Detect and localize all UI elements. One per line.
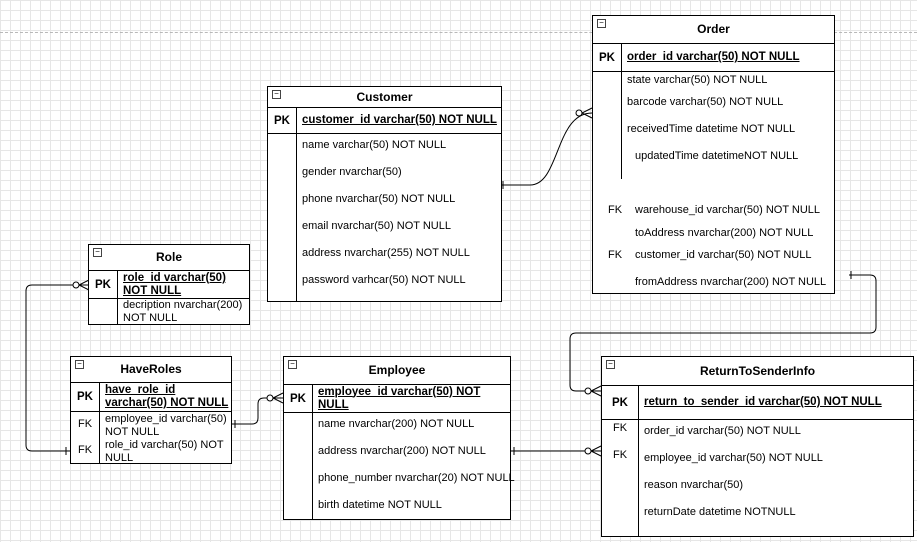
pk-field: employee_id varchar(50) NOT NULL — [318, 385, 481, 411]
key-label: FK — [607, 249, 623, 261]
pk-label: PK — [602, 386, 639, 419]
connector-role-haveroles-circle — [72, 281, 80, 289]
key-column-divider — [621, 72, 622, 179]
connector-order-return-circle — [584, 387, 592, 395]
key-label: FK — [612, 449, 628, 461]
field-text: name nvarchar(200) NOT NULL — [318, 418, 475, 430]
pk-label: PK — [89, 271, 118, 298]
field-text: warehouse_id varchar(50) NOT NULL — [635, 204, 821, 216]
connector-haveroles-employee — [231, 397, 283, 425]
pk-row[interactable]: PK have_role_id varchar(50) NOT NULL — [71, 383, 231, 412]
key-column-divider — [296, 134, 297, 301]
entity-name: HaveRoles — [120, 362, 182, 376]
field-text: reason nvarchar(50) — [644, 479, 744, 491]
field-text: customer_id varchar(50) NOT NULL — [635, 249, 812, 261]
pk-label: PK — [268, 108, 297, 133]
key-column-divider — [312, 413, 313, 519]
key-label: FK — [77, 444, 93, 456]
entity-title: − Employee — [284, 357, 510, 385]
field-list: name varchar(50) NOT NULL gender nvarcha… — [268, 134, 501, 301]
field-text: address nvarchar(255) NOT NULL — [302, 247, 470, 259]
collapse-icon[interactable]: − — [272, 90, 281, 99]
key-column-divider — [638, 420, 639, 536]
entity-title: − Role — [89, 245, 249, 271]
field-text: toAddress nvarchar(200) NOT NULL — [635, 227, 814, 239]
pk-field: have_role_id varchar(50) NOT NULL — [105, 384, 229, 409]
pk-field: return_to_sender_id varchar(50) NOT NULL — [644, 396, 882, 408]
pk-row[interactable]: PK employee_id varchar(50) NOT NULL — [284, 385, 510, 413]
pk-label: PK — [71, 383, 100, 411]
collapse-icon[interactable]: − — [597, 19, 606, 28]
entity-customer[interactable]: − Customer PK customer_id varchar(50) NO… — [267, 86, 502, 302]
pk-label: PK — [593, 44, 622, 71]
collapse-icon[interactable]: − — [288, 360, 297, 369]
field-text: gender nvarchar(50) — [302, 166, 402, 178]
collapse-icon[interactable]: − — [75, 360, 84, 369]
pk-row[interactable]: PK role_id varchar(50) NOT NULL — [89, 271, 249, 299]
field-text: email nvarchar(50) NOT NULL — [302, 220, 451, 232]
entity-name: Order — [697, 22, 730, 36]
entity-role[interactable]: − Role PK role_id varchar(50) NOT NULL d… — [88, 244, 250, 325]
connector-customer-order — [502, 112, 593, 186]
field-text: order_id varchar(50) NOT NULL — [644, 425, 801, 437]
field-list: name nvarchar(200) NOT NULL address nvar… — [284, 413, 515, 519]
connector-haveroles-employee-circle — [266, 394, 274, 402]
connector-employee-return-circle — [584, 447, 592, 455]
entity-title: − HaveRoles — [71, 357, 231, 383]
key-label: FK — [77, 418, 93, 430]
field-text: password varhcar(50) NOT NULL — [302, 274, 466, 286]
entity-name: Customer — [356, 90, 413, 104]
field-text: updatedTime datetimeNOT NULL — [635, 150, 799, 162]
entity-title: − ReturnToSenderInfo — [602, 357, 913, 386]
entity-name: ReturnToSenderInfo — [699, 364, 816, 378]
pk-row[interactable]: PK customer_id varchar(50) NOT NULL — [268, 108, 501, 134]
page-boundary-line — [0, 32, 917, 33]
key-label: FK — [607, 204, 623, 216]
pk-label: PK — [284, 385, 313, 412]
pk-field: order_id varchar(50) NOT NULL — [627, 51, 800, 63]
pk-row[interactable]: PK return_to_sender_id varchar(50) NOT N… — [602, 386, 913, 420]
entity-name: Employee — [368, 363, 426, 377]
field-text: employee_id varchar(50) NOT NULL — [105, 413, 227, 438]
entity-title: − Customer — [268, 87, 501, 108]
field-text: role_id varchar(50) NOT NULL — [105, 439, 224, 464]
field-text: receivedTime datetime NOT NULL — [627, 123, 796, 135]
collapse-icon[interactable]: − — [606, 360, 615, 369]
field-text: name varchar(50) NOT NULL — [302, 139, 447, 151]
connector-order-return — [569, 274, 877, 392]
field-text: employee_id varchar(50) NOT NULL — [644, 452, 823, 464]
pk-field: role_id varchar(50) NOT NULL — [123, 271, 226, 297]
connector-role-haveroles — [25, 284, 89, 452]
field-text: phone_number nvarchar(20) NOT NULL — [318, 472, 515, 484]
field-text: state varchar(50) NOT NULL — [627, 74, 768, 86]
entity-name: Role — [155, 250, 182, 264]
entity-haveroles[interactable]: − HaveRoles PK have_role_id varchar(50) … — [70, 356, 232, 464]
key-column-divider — [117, 298, 118, 324]
field-text: fromAddress nvarchar(200) NOT NULL — [635, 276, 827, 288]
entity-order[interactable]: − Order PK order_id varchar(50) NOT NULL… — [592, 15, 835, 294]
collapse-icon[interactable]: − — [93, 248, 102, 257]
field-list: FK employee_id varchar(50) NOT NULL FK rol… — [71, 411, 231, 464]
field-text: barcode varchar(50) NOT NULL — [627, 96, 784, 108]
pk-field: customer_id varchar(50) NOT NULL — [302, 114, 497, 126]
field-list: state varchar(50) NOT NULL barcode varch… — [593, 72, 834, 293]
connector-customer-order-circle — [575, 109, 583, 117]
entity-employee[interactable]: − Employee PK employee_id varchar(50) NO… — [283, 356, 515, 520]
field-text: phone nvarchar(50) NOT NULL — [302, 193, 456, 205]
field-text: returnDate datetime NOTNULL — [644, 506, 796, 518]
pk-row[interactable]: PK order_id varchar(50) NOT NULL — [593, 44, 834, 72]
entity-returntosenderinfo[interactable]: − ReturnToSenderInfo PK return_to_sender… — [601, 356, 914, 537]
entity-title: − Order — [593, 16, 834, 44]
field-text: decription nvarchar(200) NOT NULL — [123, 299, 243, 324]
field-list: FK order_id varchar(50) NOT NULL FK employ… — [602, 420, 913, 536]
field-text: birth datetime NOT NULL — [318, 499, 442, 511]
field-text: address nvarchar(200) NOT NULL — [318, 445, 486, 457]
field-list: decription nvarchar(200) NOT NULL — [89, 298, 249, 324]
key-label: FK — [612, 422, 628, 434]
key-column-divider — [99, 411, 100, 463]
